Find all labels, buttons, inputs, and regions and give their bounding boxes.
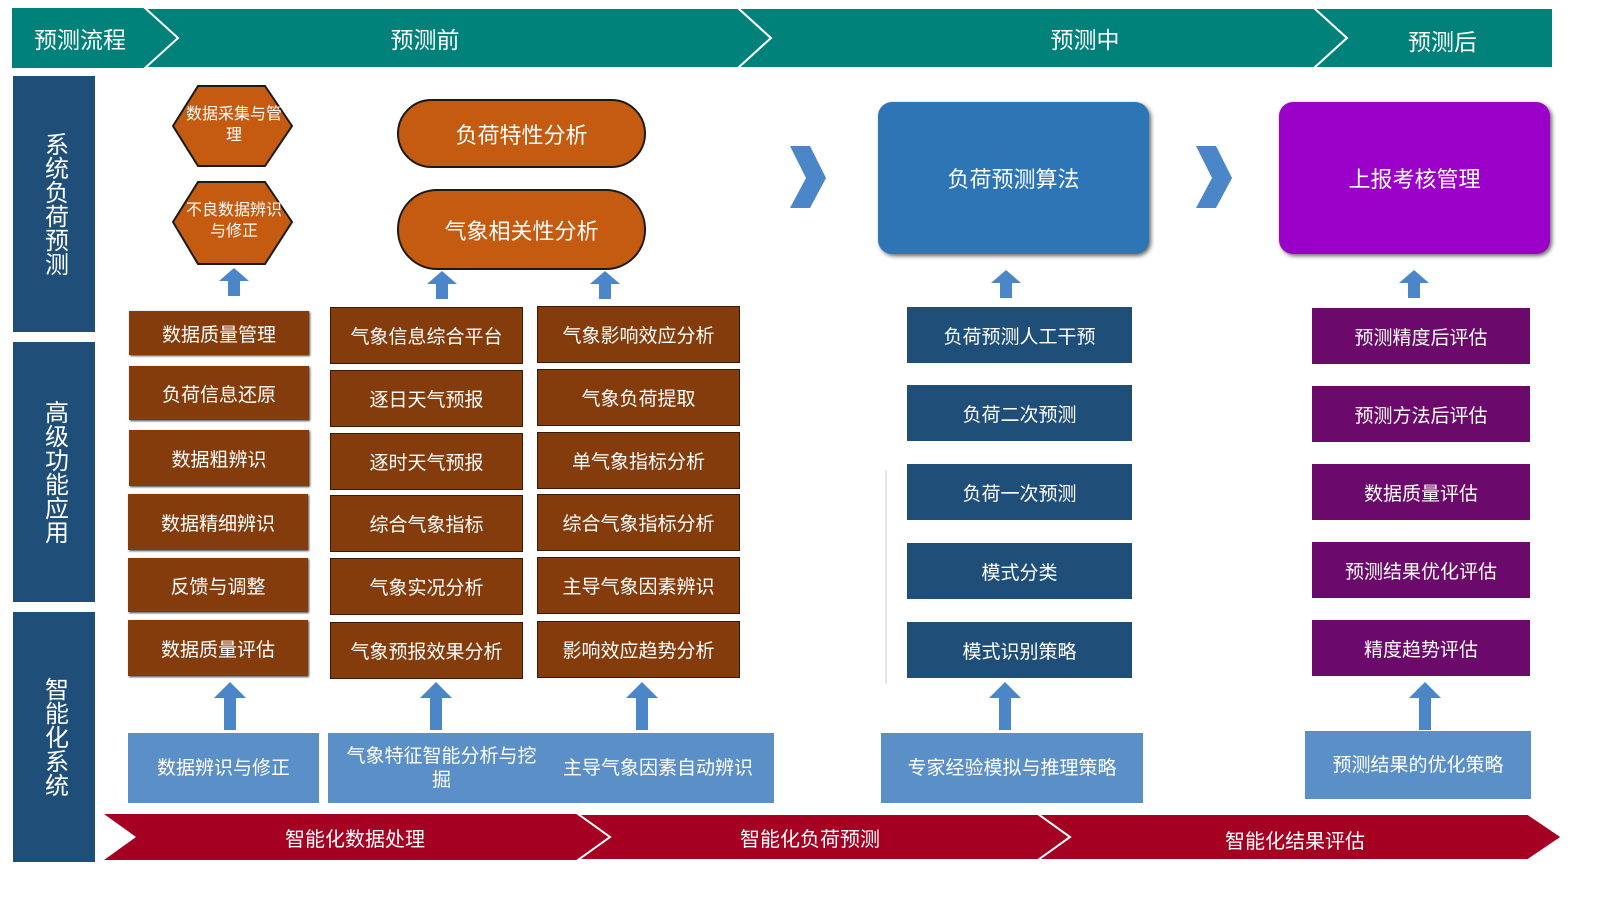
col5-item: 预测方法后评估 [1312,386,1530,442]
up-arrow-icon [989,682,1021,730]
col4-item: 负荷预测人工干预 [907,307,1132,363]
col5-item: 预测精度后评估 [1312,308,1530,364]
header-stage-shape-flow [12,8,178,68]
up-arrow-icon [1409,682,1441,730]
col2-item: 逐时天气预报 [330,433,523,490]
up-arrow-icon [991,270,1021,298]
col4-item: 模式分类 [907,543,1132,599]
hexagon-group [171,85,294,265]
col1-item: 负荷信息还原 [129,366,309,420]
up-arrow-icon [214,682,246,730]
header-stage-shape-after [1311,7,1554,69]
pill-weather-correlation: 气象相关性分析 [397,189,646,270]
up-arrow-icon [1399,270,1429,298]
chevron-right-icon [790,146,826,208]
col3-item: 影响效应趋势分析 [537,621,740,678]
hexagon-shape-collect [171,85,294,167]
col3-item: 气象负荷提取 [537,369,740,426]
up-arrow-icon [626,682,658,730]
col3-item: 气象影响效应分析 [537,306,740,363]
up-arrow-icon [427,271,457,299]
col4-item: 模式识别策略 [907,622,1132,678]
col1-item: 数据质量管理 [129,311,309,355]
header-stage-before: 预测前 [390,28,460,54]
side-label-intelligent: 智能化系统 [13,612,95,862]
bottom-stage-evaluate: 智能化结果评估 [1225,828,1365,853]
bottom-stage-shape-data [104,814,610,860]
col4-item: 负荷二次预测 [907,385,1132,441]
col1-item: 反馈与调整 [128,558,308,612]
intelligent-box-optimize-strategy: 预测结果的优化策略 [1305,731,1531,799]
bottom-stage-data: 智能化数据处理 [285,826,425,851]
intelligent-box-expert-strategy: 专家经验模拟与推理策略 [881,733,1143,803]
bottom-process-bar [104,813,1564,861]
col2-item: 气象实况分析 [330,558,523,615]
side-label-intelligent-text: 智能化系统 [40,677,69,797]
up-arrow-icon [219,268,249,296]
col5-item: 预测结果优化评估 [1312,542,1530,598]
hexagon-shape-bad-data [171,181,294,265]
col1-item: 数据质量评估 [128,620,308,676]
header-stage-after: 预测后 [1408,30,1477,56]
hexagon-bad-data: 不良数据辨识与修正 [185,200,282,240]
side-label-system: 系统负荷预测 [13,76,95,332]
col3-item: 综合气象指标分析 [537,494,740,551]
bottom-stage-shape-evaluate [1034,813,1564,861]
divider-line [885,470,887,684]
col2-item: 气象预报效果分析 [330,622,523,679]
pill-load-characteristics: 负荷特性分析 [397,99,646,168]
chevron-right-icon [1196,146,1232,208]
col3-item: 主导气象因素辨识 [537,557,740,614]
col1-item: 数据精细辨识 [128,494,308,550]
intelligent-box-weather-mining: 气象特征智能分析与挖掘 [328,733,555,803]
header-stage-flow: 预测流程 [34,28,126,54]
header-process-bar [12,7,1554,69]
col2-item: 逐日天气预报 [330,370,523,427]
side-label-advanced-text: 高级功能应用 [40,400,69,544]
col2-item: 综合气象指标 [330,495,523,552]
col5-item: 数据质量评估 [1312,464,1530,520]
col2-item: 气象信息综合平台 [330,307,523,364]
bottom-stage-forecast: 智能化负荷预测 [740,826,880,851]
up-arrow-icon [420,682,452,730]
col4-item: 负荷一次预测 [907,464,1132,520]
side-label-system-text: 系统负荷预测 [40,132,69,276]
intelligent-box-dominant-factor: 主导气象因素自动辨识 [542,733,774,803]
up-arrow-icon [590,271,620,299]
intelligent-box-data-identify: 数据辨识与修正 [128,733,319,803]
box-report-assessment: 上报考核管理 [1279,102,1550,254]
hexagon-data-collect: 数据采集与管理 [186,104,283,144]
box-load-forecast-algorithm: 负荷预测算法 [878,102,1149,254]
col1-item: 数据粗辨识 [129,430,309,486]
col3-item: 单气象指标分析 [537,432,740,489]
side-label-advanced: 高级功能应用 [13,342,95,602]
header-stage-during: 预测中 [1050,28,1120,54]
col5-item: 精度趋势评估 [1312,620,1530,676]
